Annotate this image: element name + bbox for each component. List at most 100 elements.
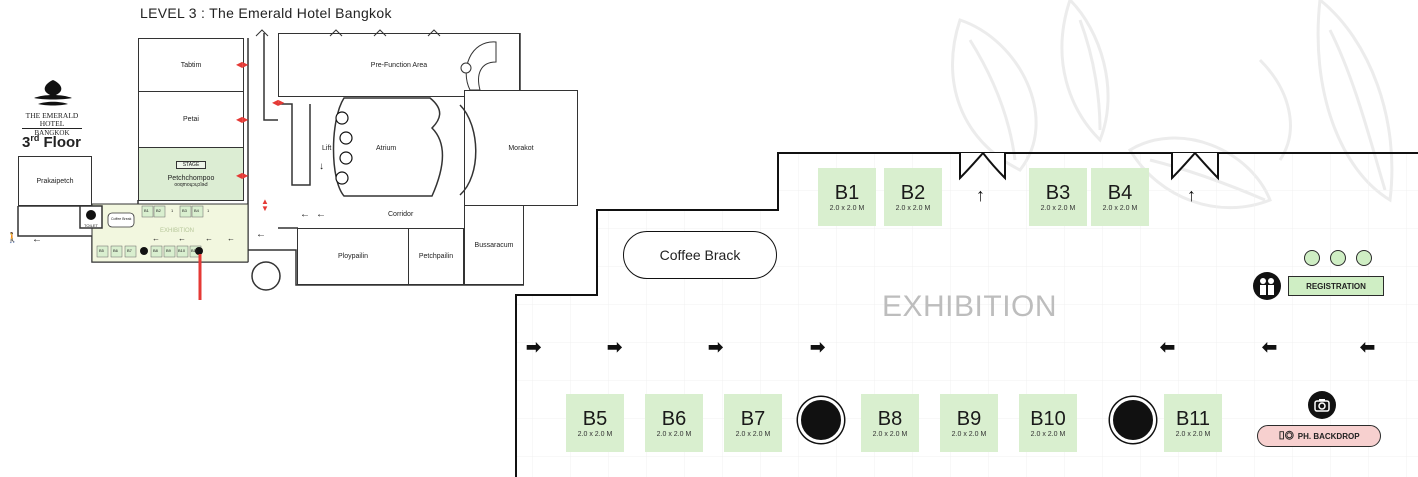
door-icon	[959, 152, 984, 181]
room-petchchompoo: STAGE Petchchompoo ooqmoɥɔɥɔʇǝԀ	[138, 147, 244, 201]
mini-booth-b2: B2	[156, 208, 161, 213]
room-petchchompoo-mirror: ooqmoɥɔɥɔʇǝԀ	[174, 181, 208, 188]
mini-arrow-icon: ←	[32, 234, 42, 245]
up-arrow-icon: ↑	[976, 185, 985, 205]
red-door-marker: ◀▶	[236, 60, 249, 69]
room-prefunction-label: Pre-Function Area	[370, 61, 428, 69]
label-corridor: Corridor	[388, 211, 414, 218]
booth-b6[interactable]: B6 2.0 x 2.0 M	[645, 394, 703, 452]
room-petchpailin-label: Petchpailin	[418, 253, 454, 260]
backdrop-camera-icon: ⌷◎	[1278, 429, 1294, 442]
booth-size: 2.0 x 2.0 M	[1175, 431, 1211, 438]
red-door-marker: ◀▶	[236, 171, 249, 180]
booth-b11[interactable]: B11 2.0 x 2.0 M	[1164, 394, 1222, 452]
booth-name: B10	[1030, 408, 1066, 430]
pillar-icon	[798, 397, 844, 443]
logo-name: THE EMERALD HOTEL	[22, 112, 82, 129]
booth-size: 2.0 x 2.0 M	[577, 431, 613, 438]
booth-b4[interactable]: B4 2.0 x 2.0 M	[1091, 168, 1149, 226]
camera-icon	[1308, 391, 1336, 419]
coffee-break-label: Coffee Brack	[659, 247, 741, 263]
mini-booth-b7: B7	[127, 248, 132, 253]
coffee-break-area[interactable]: Coffee Brack	[623, 231, 777, 279]
room-morakot: Morakot	[464, 90, 578, 206]
registration-indicator	[1356, 250, 1372, 266]
flow-arrow-right: ➡	[708, 337, 724, 357]
door-icon	[1171, 152, 1196, 181]
photo-backdrop-box[interactable]: ⌷◎ PH. BACKDROP	[1257, 425, 1381, 447]
mini-arrow-icon: ↓	[319, 161, 324, 172]
mini-booth-b8: B8	[153, 248, 158, 253]
booth-b7[interactable]: B7 2.0 x 2.0 M	[724, 394, 782, 452]
mini-booth-b3: B3	[182, 208, 187, 213]
exhibition-label: EXHIBITION	[882, 290, 1058, 323]
registration-indicator	[1330, 250, 1346, 266]
up-arrow-icon: ↑	[1187, 185, 1196, 205]
registration-indicator	[1304, 250, 1320, 266]
mini-map-outline	[17, 29, 524, 300]
booth-b10[interactable]: B10 2.0 x 2.0 M	[1019, 394, 1077, 452]
flow-arrow-right: ➡	[810, 337, 826, 357]
atrium-outline	[332, 97, 444, 197]
mini-booth-door2: 1	[207, 208, 210, 213]
emerald-hotel-logo	[34, 80, 72, 106]
room-petchchompoo-label: Petchchompoo	[167, 174, 215, 182]
room-prakaipetch: Prakaipetch	[18, 156, 92, 206]
exit-icon: 🚶	[6, 233, 19, 244]
mini-booth-b4: B4	[194, 208, 199, 213]
label-toilet: TOILET	[84, 223, 98, 228]
booth-name: B6	[661, 408, 687, 430]
booth-name: B9	[956, 408, 982, 430]
booth-name: B5	[582, 408, 608, 430]
label-mini-coffee: Coffee Break	[111, 217, 132, 221]
red-door-marker: ▲▼	[261, 197, 269, 213]
flow-arrow-right: ➡	[526, 337, 542, 357]
booth-b2[interactable]: B2 2.0 x 2.0 M	[884, 168, 942, 226]
booth-b9[interactable]: B9 2.0 x 2.0 M	[940, 394, 998, 452]
mini-booth-door1: 1	[171, 208, 174, 213]
mini-arrow-icon: ←	[256, 229, 266, 240]
page-title: LEVEL 3 : The Emerald Hotel Bangkok	[140, 5, 392, 21]
flow-arrow-left: ⬅	[1360, 337, 1376, 357]
booth-name: B2	[900, 182, 926, 204]
mini-booth-b1: B1	[144, 208, 149, 213]
room-tabtim-label: Tabtim	[180, 61, 202, 69]
registration-box[interactable]: REGISTRATION	[1288, 276, 1384, 296]
logo-sub: BANGKOK	[34, 129, 70, 137]
mini-booth-b5: B5	[99, 248, 104, 253]
mini-arrow-icon: ←	[152, 234, 160, 243]
booth-b8[interactable]: B8 2.0 x 2.0 M	[861, 394, 919, 452]
flow-arrow-left: ⬅	[1160, 337, 1176, 357]
mini-booth-b10: B10	[178, 248, 186, 253]
booth-size: 2.0 x 2.0 M	[895, 205, 931, 212]
red-door-marker: ◀▶	[272, 98, 285, 107]
registration-label: REGISTRATION	[1306, 281, 1366, 291]
label-lift: Lift	[322, 145, 332, 152]
booth-b3[interactable]: B3 2.0 x 2.0 M	[1029, 168, 1087, 226]
label-mini-exhibition: EXHIBITION	[160, 228, 195, 234]
floor-label: 3rd Floor	[22, 133, 81, 151]
mini-booth-b9: B9	[166, 248, 171, 253]
mini-booth-b6: B6	[113, 248, 118, 253]
pillar-icon	[1110, 397, 1156, 443]
mini-arrow-icon: ←	[178, 234, 186, 243]
room-petai: Petai	[138, 91, 244, 148]
flow-arrow-right: ➡	[607, 337, 623, 357]
registration-icon	[1253, 272, 1281, 300]
mini-arrow-icon: ←	[316, 209, 326, 220]
room-petchpailin: Petchpailin	[408, 228, 464, 285]
mini-arrow-icon: ←	[300, 209, 310, 220]
booth-size: 2.0 x 2.0 M	[951, 431, 987, 438]
flow-arrow-left: ⬅	[1262, 337, 1278, 357]
backdrop-label: PH. BACKDROP	[1297, 431, 1360, 441]
booth-size: 2.0 x 2.0 M	[829, 205, 865, 212]
room-prakaipetch-label: Prakaipetch	[36, 177, 74, 185]
floor-word: Floor	[39, 134, 82, 151]
booth-b1[interactable]: B1 2.0 x 2.0 M	[818, 168, 876, 226]
booth-b5[interactable]: B5 2.0 x 2.0 M	[566, 394, 624, 452]
label-atrium: Atrium	[376, 145, 397, 152]
mini-arrow-icon: ←	[205, 234, 213, 243]
booth-name: B8	[877, 408, 903, 430]
booth-size: 2.0 x 2.0 M	[656, 431, 692, 438]
stage-label: STAGE	[175, 160, 207, 169]
